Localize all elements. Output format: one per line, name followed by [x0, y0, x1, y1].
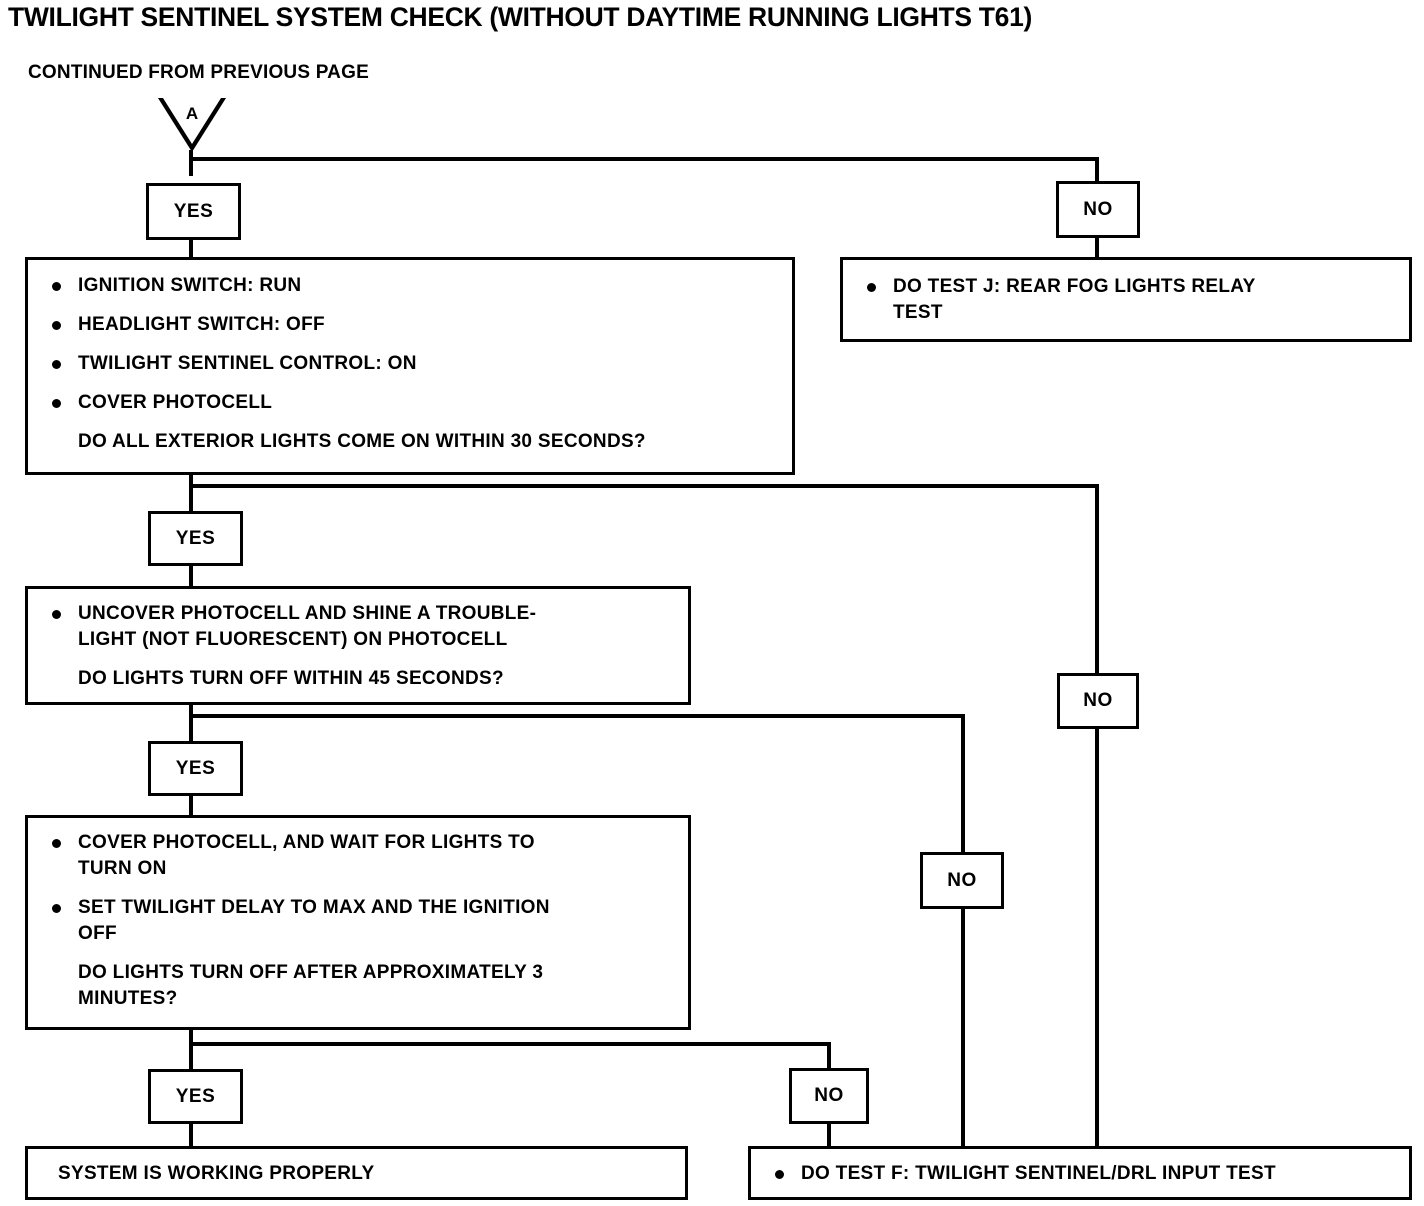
- list-item-text: TWILIGHT SENTINEL CONTROL: ON: [78, 353, 417, 374]
- process-box-step1: IGNITION SWITCH: RUN HEADLIGHT SWITCH: O…: [25, 257, 795, 475]
- bullet-icon: [52, 360, 61, 369]
- bullet-icon: [52, 610, 61, 619]
- list-item: DO TEST F: TWILIGHT SENTINEL/DRL INPUT T…: [773, 1161, 1399, 1187]
- step3-no-stem: [827, 1042, 831, 1070]
- decision-label-yes-3: YES: [148, 741, 243, 796]
- question-text: DO ALL EXTERIOR LIGHTS COME ON WITHIN 30…: [50, 429, 782, 455]
- connector-a-stem: [189, 150, 193, 176]
- process-box-test-j-content: DO TEST J: REAR FOG LIGHTS RELAY TEST: [843, 260, 1409, 339]
- list-item: HEADLIGHT SWITCH: OFF: [50, 312, 782, 338]
- no1-to-testj-stem: [1095, 236, 1099, 260]
- decision-label-no-1: NO: [1056, 181, 1140, 238]
- offpage-connector-label: A: [185, 104, 199, 123]
- list-item-text: UNCOVER PHOTOCELL AND SHINE A TROUBLE-: [78, 603, 537, 624]
- list-item-text: COVER PHOTOCELL, AND WAIT FOR LIGHTS TO: [78, 832, 535, 853]
- process-box-step2-content: UNCOVER PHOTOCELL AND SHINE A TROUBLE- L…: [28, 589, 688, 702]
- question-label: DO LIGHTS TURN OFF AFTER APPROXIMATELY 3: [78, 962, 544, 983]
- branch-bar-step1: [189, 484, 1099, 488]
- continued-from-previous-page-label: CONTINUED FROM PREVIOUS PAGE: [28, 62, 369, 83]
- bullet-icon: [52, 839, 61, 848]
- list-item: DO TEST J: REAR FOG LIGHTS RELAY: [865, 274, 1399, 300]
- no4-to-testf-stem: [827, 1123, 831, 1148]
- step2-exit-stem: [189, 704, 193, 746]
- process-box-test-f: DO TEST F: TWILIGHT SENTINEL/DRL INPUT T…: [748, 1146, 1412, 1200]
- list-item: IGNITION SWITCH: RUN: [50, 273, 782, 299]
- step1-no-vertical: [1095, 484, 1099, 674]
- list-item-continuation: OFF: [50, 921, 678, 947]
- question-text: DO LIGHTS TURN OFF AFTER APPROXIMATELY 3: [50, 960, 678, 986]
- branch-bar-step2: [189, 714, 965, 718]
- list-item-text: SET TWILIGHT DELAY TO MAX AND THE IGNITI…: [78, 897, 550, 918]
- question-text-continuation: MINUTES?: [50, 986, 678, 1012]
- yes1-to-step1-stem: [189, 238, 193, 260]
- bullet-icon: [775, 1170, 784, 1179]
- terminal-box-system-ok: SYSTEM IS WORKING PROPERLY: [25, 1146, 688, 1200]
- bullet-icon: [867, 283, 876, 292]
- list-item-text: TEST: [893, 302, 943, 323]
- question-label: DO LIGHTS TURN OFF WITHIN 45 SECONDS?: [78, 668, 504, 689]
- bullet-icon: [52, 282, 61, 291]
- decision-label-yes-1: YES: [146, 183, 241, 240]
- decision-label-no-3: NO: [920, 852, 1004, 909]
- yes3-to-step3-stem: [189, 793, 193, 819]
- list-item-text: TURN ON: [78, 858, 167, 879]
- list-item-continuation: LIGHT (NOT FLUORESCENT) ON PHOTOCELL: [50, 627, 678, 653]
- list-item-text: COVER PHOTOCELL: [78, 392, 273, 413]
- result-text: SYSTEM IS WORKING PROPERLY: [36, 1161, 675, 1187]
- no2-to-testf-vertical: [1095, 728, 1099, 1146]
- decision-label-yes-4: YES: [148, 1069, 243, 1124]
- list-item-text: DO TEST J: REAR FOG LIGHTS RELAY: [893, 276, 1256, 297]
- step2-no-vertical: [961, 714, 965, 854]
- question-label: MINUTES?: [78, 988, 178, 1009]
- list-item-text: HEADLIGHT SWITCH: OFF: [78, 314, 325, 335]
- list-item: COVER PHOTOCELL: [50, 390, 782, 416]
- yes2-to-step2-stem: [189, 563, 193, 589]
- question-label: DO ALL EXTERIOR LIGHTS COME ON WITHIN 30…: [78, 431, 646, 452]
- bullet-icon: [52, 321, 61, 330]
- process-box-test-j: DO TEST J: REAR FOG LIGHTS RELAY TEST: [840, 257, 1412, 342]
- process-box-test-f-content: DO TEST F: TWILIGHT SENTINEL/DRL INPUT T…: [751, 1149, 1409, 1197]
- decision-label-yes-2: YES: [148, 511, 243, 566]
- triangle-inner-icon: [163, 98, 221, 144]
- question-text: DO LIGHTS TURN OFF WITHIN 45 SECONDS?: [50, 666, 678, 692]
- list-item: TWILIGHT SENTINEL CONTROL: ON: [50, 351, 782, 377]
- branch-bar-a: [189, 157, 1099, 161]
- step1-exit-stem: [189, 474, 193, 516]
- no3-to-testf-vertical: [961, 908, 965, 1146]
- bullet-icon: [52, 904, 61, 913]
- list-item-text: DO TEST F: TWILIGHT SENTINEL/DRL INPUT T…: [801, 1163, 1276, 1184]
- list-item-text: OFF: [78, 923, 117, 944]
- decision-label-no-4: NO: [789, 1068, 869, 1124]
- page-title: TWILIGHT SENTINEL SYSTEM CHECK (WITHOUT …: [8, 2, 1033, 32]
- yes4-to-result-stem: [189, 1122, 193, 1148]
- step3-exit-stem: [189, 1028, 193, 1072]
- process-box-step2: UNCOVER PHOTOCELL AND SHINE A TROUBLE- L…: [25, 586, 691, 705]
- list-item-continuation: TEST: [865, 300, 1399, 326]
- list-item-continuation: TURN ON: [50, 856, 678, 882]
- process-box-step1-content: IGNITION SWITCH: RUN HEADLIGHT SWITCH: O…: [28, 260, 792, 472]
- terminal-box-system-ok-content: SYSTEM IS WORKING PROPERLY: [28, 1149, 685, 1197]
- list-item-text: IGNITION SWITCH: RUN: [78, 275, 302, 296]
- branch-a-no-stem: [1095, 157, 1099, 183]
- list-item: COVER PHOTOCELL, AND WAIT FOR LIGHTS TO: [50, 830, 678, 856]
- list-item-text: LIGHT (NOT FLUORESCENT) ON PHOTOCELL: [78, 629, 508, 650]
- result-label: SYSTEM IS WORKING PROPERLY: [58, 1163, 375, 1184]
- process-box-step3: COVER PHOTOCELL, AND WAIT FOR LIGHTS TO …: [25, 815, 691, 1030]
- branch-bar-step3: [189, 1042, 831, 1046]
- process-box-step3-content: COVER PHOTOCELL, AND WAIT FOR LIGHTS TO …: [28, 818, 688, 1027]
- list-item: UNCOVER PHOTOCELL AND SHINE A TROUBLE-: [50, 601, 678, 627]
- decision-label-no-2: NO: [1057, 673, 1139, 729]
- bullet-icon: [52, 399, 61, 408]
- list-item: SET TWILIGHT DELAY TO MAX AND THE IGNITI…: [50, 895, 678, 921]
